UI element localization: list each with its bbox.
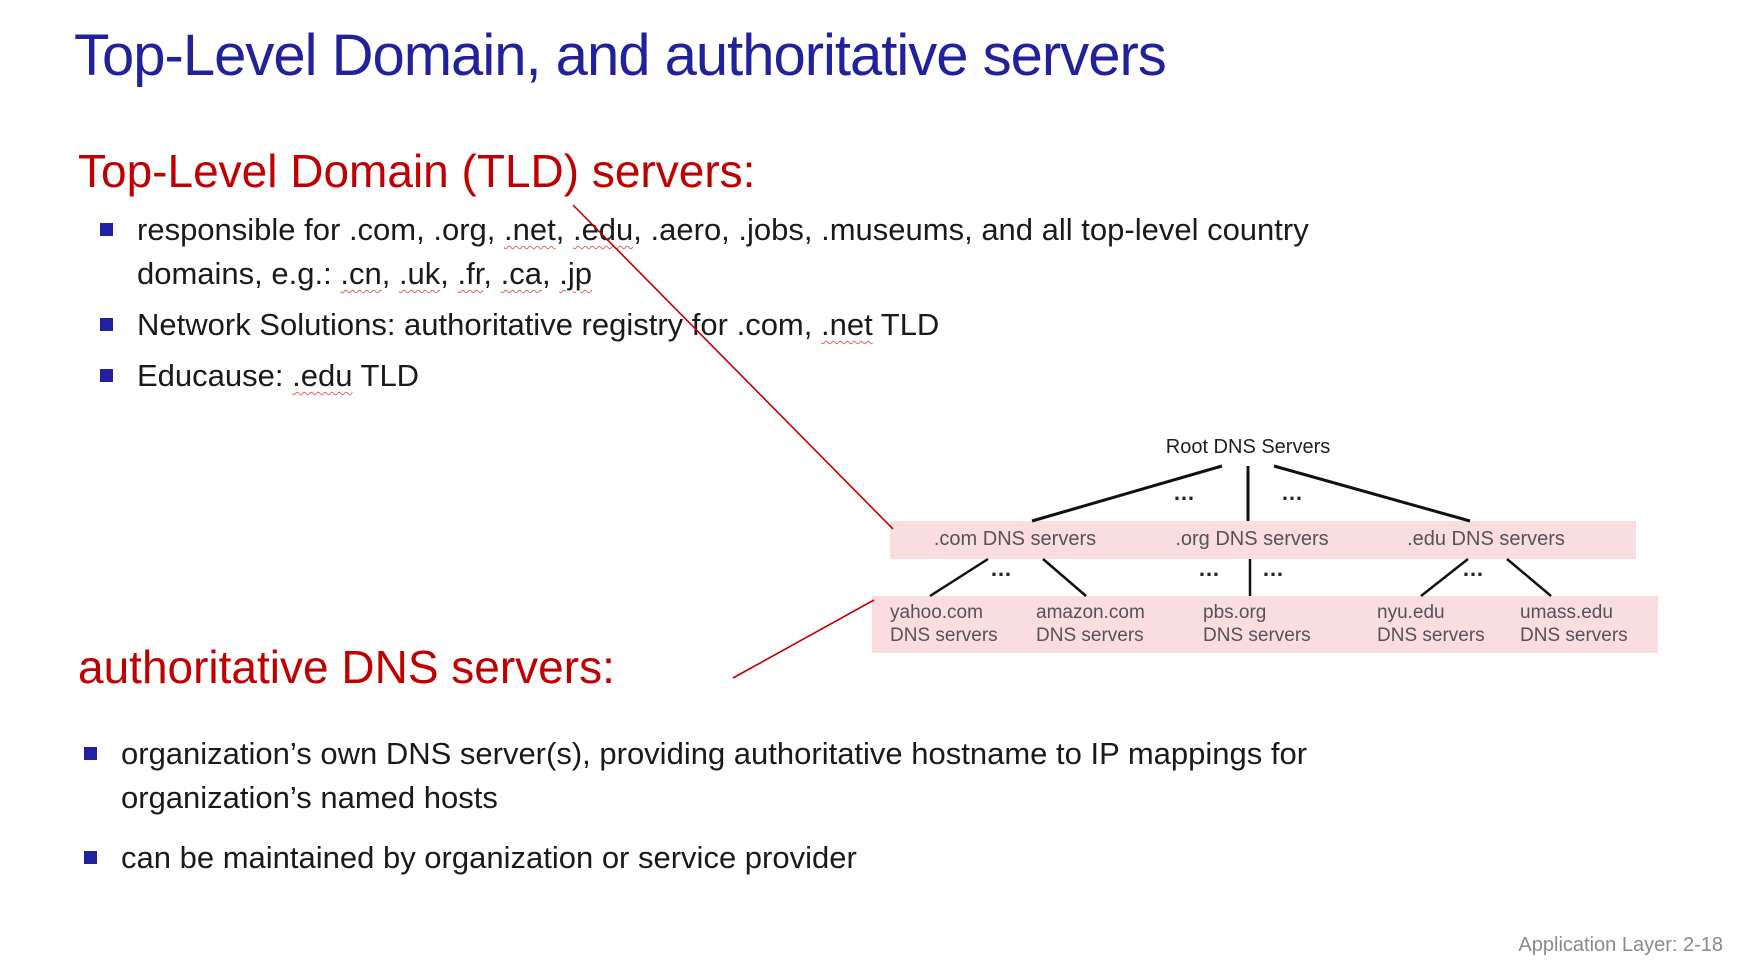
tree-line-com-yahoo — [929, 557, 989, 598]
plain-text: , — [483, 256, 501, 291]
edu-dns-servers-label: .edu DNS servers — [1407, 528, 1565, 550]
spellcheck-squiggle-text: .edu — [572, 212, 634, 247]
spellcheck-squiggle-text: .uk — [398, 256, 441, 291]
plain-text: TLD — [872, 307, 940, 342]
pbs-dns-servers-label: pbs.org DNS servers — [1203, 601, 1311, 647]
bullet-text: Educause: .edu TLD — [137, 354, 419, 398]
ellipsis-root-left: … — [1173, 480, 1197, 505]
bullet-text: Network Solutions: authoritative registr… — [137, 303, 939, 347]
spellcheck-squiggle-text: .ca — [500, 256, 542, 291]
plain-text: TLD — [352, 358, 420, 393]
org-dns-servers-label: .org DNS servers — [1175, 528, 1329, 550]
server-caption: DNS servers — [1203, 625, 1311, 646]
page-footer: Application Layer: 2-18 — [1518, 934, 1723, 956]
bullet-org-own-dns: organization’s own DNS server(s), provid… — [84, 732, 1354, 820]
plain-text: can be maintained by organization or ser… — [121, 840, 857, 875]
server-name: nyu.edu — [1377, 602, 1445, 623]
spellcheck-squiggle-text: .cn — [340, 256, 382, 291]
server-caption: DNS servers — [890, 625, 998, 646]
ellipsis-root-right: … — [1281, 480, 1305, 505]
bullet-text: can be maintained by organization or ser… — [121, 836, 857, 880]
bullet-text: organization’s own DNS server(s), provid… — [121, 732, 1354, 820]
yahoo-dns-servers-label: yahoo.com DNS servers — [890, 601, 998, 647]
authoritative-servers-heading: authoritative DNS servers: — [78, 641, 615, 693]
bullet-text: responsible for .com, .org, .net, .edu, … — [137, 208, 1430, 296]
server-name: yahoo.com — [890, 602, 983, 623]
spellcheck-squiggle-text: .fr — [457, 256, 484, 291]
bullet-responsible-for-tlds: responsible for .com, .org, .net, .edu, … — [100, 208, 1430, 296]
bullet-network-solutions: Network Solutions: authoritative registr… — [100, 303, 1430, 347]
nyu-dns-servers-label: nyu.edu DNS servers — [1377, 601, 1485, 647]
spellcheck-squiggle-text: .jp — [559, 256, 592, 291]
server-caption: DNS servers — [1036, 625, 1144, 646]
plain-text: Educause: — [137, 358, 293, 393]
ellipsis-edu-children: … — [1462, 556, 1486, 581]
tld-servers-heading: Top-Level Domain (TLD) servers: — [78, 145, 756, 197]
plain-text: Network Solutions: authoritative registr… — [137, 307, 821, 342]
com-dns-servers-label: .com DNS servers — [933, 528, 1097, 550]
tld-bullet-list: responsible for .com, .org, .net, .edu, … — [100, 208, 1430, 405]
bullet-square-icon — [84, 747, 97, 760]
bullet-square-icon — [100, 223, 113, 236]
server-name: umass.edu — [1520, 602, 1613, 623]
authoritative-servers-band — [872, 596, 1658, 653]
spellcheck-squiggle-text: .net — [504, 212, 556, 247]
plain-text: responsible for .com, .org, — [137, 212, 504, 247]
plain-text: , — [541, 256, 560, 291]
plain-text: , — [555, 212, 573, 247]
server-name: amazon.com — [1036, 602, 1145, 623]
plain-text: , — [440, 256, 458, 291]
spellcheck-squiggle-text: .edu — [292, 358, 353, 393]
red-callout-line-authoritative — [732, 599, 875, 679]
bullet-maintained-by: can be maintained by organization or ser… — [84, 836, 1354, 880]
spellcheck-squiggle-text: .net — [820, 307, 873, 342]
plain-text: organization’s own DNS server(s), provid… — [121, 736, 1308, 815]
root-dns-servers-label: Root DNS Servers — [1165, 436, 1331, 458]
amazon-dns-servers-label: amazon.com DNS servers — [1036, 601, 1145, 647]
tree-line-com-amazon — [1042, 558, 1087, 597]
server-caption: DNS servers — [1520, 625, 1628, 646]
umass-dns-servers-label: umass.edu DNS servers — [1520, 601, 1628, 647]
bullet-square-icon — [100, 318, 113, 331]
ellipsis-org-right: … — [1262, 556, 1286, 581]
slide-title: Top-Level Domain, and authoritative serv… — [74, 23, 1167, 88]
bullet-square-icon — [100, 369, 113, 382]
authoritative-bullet-list: organization’s own DNS server(s), provid… — [84, 732, 1354, 896]
bullet-square-icon — [84, 851, 97, 864]
bullet-educause: Educause: .edu TLD — [100, 354, 1430, 398]
plain-text: , — [381, 256, 399, 291]
tree-line-edu-umass — [1506, 558, 1552, 597]
ellipsis-org-left: … — [1198, 556, 1222, 581]
server-name: pbs.org — [1203, 602, 1267, 623]
server-caption: DNS servers — [1377, 625, 1485, 646]
ellipsis-com-children: … — [990, 556, 1014, 581]
tld-servers-band — [890, 521, 1636, 559]
tree-line-edu-nyu — [1420, 558, 1469, 597]
